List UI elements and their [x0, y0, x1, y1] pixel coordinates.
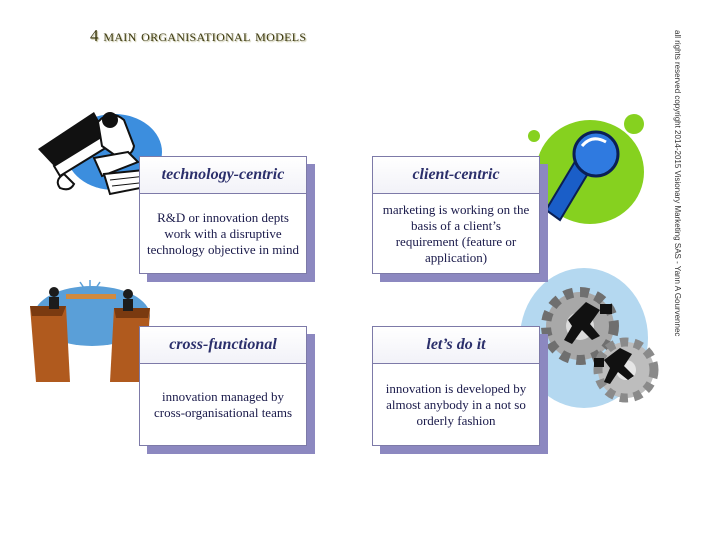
bridge-people-icon — [30, 276, 150, 382]
card-heading: cross-functional — [139, 326, 307, 364]
card-heading: client-centric — [372, 156, 540, 194]
card-client-centric: client-centric marketing is working on t… — [372, 156, 548, 282]
microphone-icon — [524, 112, 654, 232]
card-heading: let’s do it — [372, 326, 540, 364]
card-body: innovation is developed by almost anybod… — [372, 364, 540, 446]
card-body: marketing is working on the basis of a c… — [372, 194, 540, 274]
card-body: innovation managed by cross-organisation… — [139, 364, 307, 446]
gears-runners-icon — [514, 262, 664, 422]
card-technology-centric: technology-centric R&D or innovation dep… — [139, 156, 315, 282]
card-heading: technology-centric — [139, 156, 307, 194]
card-body: R&D or innovation depts work with a disr… — [139, 194, 307, 274]
copyright-text: all rights reserved copyright 2014-2015 … — [673, 30, 682, 337]
card-cross-functional: cross-functional innovation managed by c… — [139, 326, 315, 454]
copyright-notice: all rights reserved copyright 2014-2015 … — [662, 30, 692, 340]
computer-user-icon — [34, 104, 164, 214]
slide-title: 4 main organisational models — [90, 26, 307, 45]
card-lets-do-it: let’s do it innovation is developed by a… — [372, 326, 548, 454]
